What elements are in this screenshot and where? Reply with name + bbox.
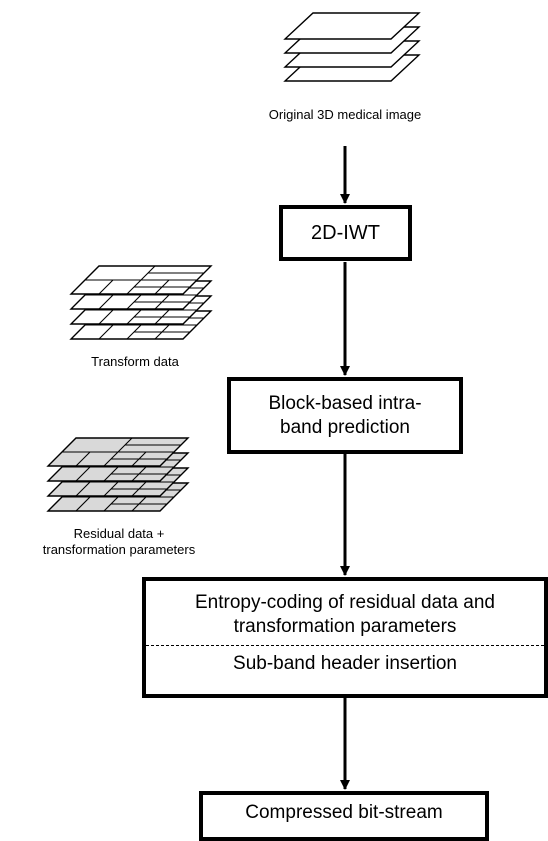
slice <box>69 265 213 295</box>
dashed-divider <box>146 645 544 646</box>
residual-data-label: Residual data + transformation parameter… <box>0 526 238 558</box>
output-label: Compressed bit-stream <box>245 802 443 823</box>
entropy-coding-box: Entropy-coding of residual data and tran… <box>142 577 548 698</box>
prediction-label-line-2: band prediction <box>280 416 410 438</box>
prediction-label-line-1: Block-based intra- <box>268 392 422 414</box>
entropy-label-line-2: transformation parameters <box>233 616 457 637</box>
transform-data-label: Transform data <box>91 354 179 369</box>
residual-data-stack-icon <box>46 437 190 512</box>
iwt-box: 2D-IWT <box>279 205 412 261</box>
slice <box>46 437 190 467</box>
prediction-box: Block-based intra- band prediction <box>227 377 463 454</box>
original-image-stack-icon <box>283 12 421 82</box>
slice <box>283 12 421 40</box>
header-insertion-label: Sub-band header insertion <box>233 653 457 674</box>
residual-label-line-2: transformation parameters <box>42 542 196 557</box>
transform-data-stack-icon <box>69 265 213 340</box>
output-box: Compressed bit-stream <box>199 791 489 841</box>
original-image-label: Original 3D medical image <box>268 107 422 122</box>
flowchart-canvas <box>46 12 421 790</box>
iwt-label: 2D-IWT <box>311 222 380 244</box>
entropy-label-line-1: Entropy-coding of residual data and <box>195 592 495 613</box>
residual-label-line-1: Residual data + <box>73 526 165 541</box>
